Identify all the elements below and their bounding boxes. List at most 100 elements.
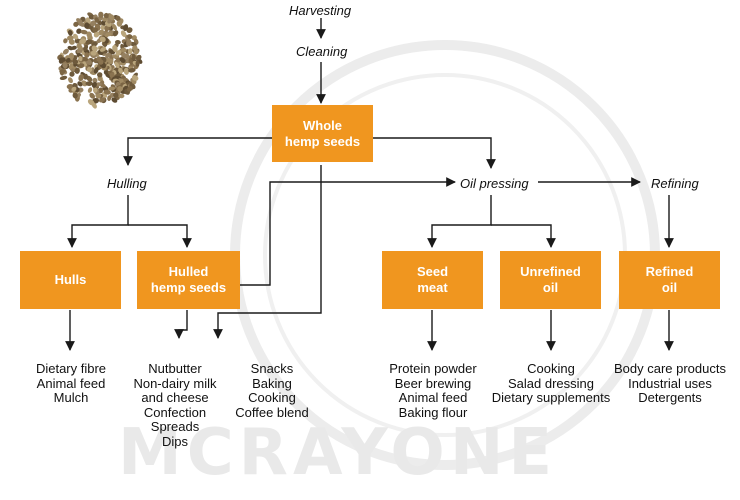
- hemp-seed: [62, 48, 69, 55]
- list-item: and cheese: [141, 390, 209, 405]
- line-whole-to-snacks: [213, 165, 322, 339]
- list-item: Baking flour: [398, 404, 468, 420]
- hemp-seed: [123, 24, 129, 32]
- hemp-seed: [72, 92, 78, 99]
- arrow-hulled-oil-pressing: [240, 177, 456, 286]
- hemp-seed: [81, 80, 88, 87]
- hemp-seed: [65, 57, 71, 63]
- list-item: Dietary supplements: [491, 390, 611, 405]
- hemp-seed: [67, 29, 73, 36]
- step-hulling: Hulling: [107, 176, 147, 191]
- list-item: Baking: [252, 375, 292, 391]
- hemp-seed: [126, 85, 133, 92]
- list-item: Mulch: [53, 390, 89, 405]
- hemp-seed: [131, 75, 139, 81]
- hemp-seed: [111, 23, 118, 31]
- hemp-seed: [107, 95, 112, 101]
- hemp-seed: [135, 60, 140, 67]
- list-item: Body care products: [613, 361, 726, 376]
- hemp-seed: [91, 45, 98, 52]
- hemp-seed: [81, 56, 89, 62]
- hemp-seed: [115, 15, 121, 22]
- box-unrefined-oil: Unrefined oil: [500, 251, 601, 309]
- hemp-seed: [98, 11, 104, 18]
- uses-hulled-seeds-b: Snacks Baking Cooking Coffee blend: [228, 361, 316, 420]
- box-hulls: Hulls: [20, 251, 121, 309]
- hemp-seed: [68, 52, 75, 61]
- hemp-seed: [76, 28, 82, 34]
- hemp-seed: [107, 58, 114, 65]
- hemp-seed: [103, 12, 110, 19]
- list-item: Detergents: [638, 390, 702, 405]
- hemp-seed: [79, 38, 87, 45]
- hemp-seed: [108, 86, 116, 91]
- uses-refined-oil: Body care products Industrial uses Deter…: [606, 361, 734, 406]
- list-item: Cooking: [248, 390, 296, 405]
- hemp-seed: [90, 20, 97, 27]
- hemp-seed: [92, 27, 98, 33]
- hemp-seed: [103, 69, 110, 76]
- list-item: Animal feed: [398, 390, 468, 405]
- hemp-seed: [132, 45, 138, 51]
- hemp-seed: [120, 30, 127, 37]
- hemp-seed: [91, 81, 97, 88]
- hemp-seed: [69, 71, 75, 77]
- uses-hulled-seeds-a: Nutbutter Non-dairy milk and cheese Conf…: [120, 361, 230, 449]
- hemp-seed: [103, 89, 111, 95]
- hemp-seed: [92, 77, 98, 83]
- hemp-seed: [118, 93, 125, 99]
- hemp-seed: [127, 48, 133, 55]
- list-item: Beer brewing: [394, 375, 472, 391]
- hemp-seed: [85, 39, 93, 45]
- hemp-seed: [126, 27, 133, 34]
- hemp-seed: [68, 63, 74, 70]
- hemp-seed: [91, 41, 98, 47]
- hemp-seed: [71, 86, 77, 92]
- hemp-seed: [76, 18, 83, 24]
- uses-unrefined-oil: Cooking Salad dressing Dietary supplemen…: [486, 361, 616, 406]
- hemp-seed: [105, 32, 112, 37]
- hemp-seed: [117, 86, 123, 92]
- hemp-seed: [77, 81, 83, 87]
- step-refining: Refining: [651, 176, 699, 191]
- hemp-seed: [73, 33, 79, 40]
- hemp-seed: [112, 30, 119, 37]
- hemp-seed: [99, 36, 106, 43]
- hemp-seed: [59, 75, 68, 81]
- step-harvesting: Harvesting: [289, 3, 352, 18]
- hemp-seed: [87, 99, 95, 106]
- hemp-seed: [126, 39, 132, 47]
- hemp-seed: [118, 67, 123, 74]
- hemp-seed: [73, 21, 79, 27]
- hemp-seed: [62, 62, 68, 69]
- hemp-seed: [58, 57, 64, 64]
- arrow-whole-oil-pressing: [373, 137, 496, 169]
- hemp-seed: [123, 67, 130, 75]
- hemp-seed: [78, 55, 83, 62]
- hemp-seed: [67, 45, 74, 51]
- list-item: Protein powder: [389, 361, 477, 376]
- step-oil-pressing: Oil pressing: [460, 176, 529, 191]
- box-hulled-hemp-seeds: Hulled hemp seeds: [137, 251, 240, 309]
- hemp-seed: [68, 77, 73, 84]
- hemp-seed: [83, 44, 89, 52]
- hemp-seed: [100, 46, 107, 52]
- hemp-seed: [113, 92, 119, 98]
- list-item: Animal feed: [36, 375, 106, 391]
- hemp-seed: [127, 34, 133, 40]
- hemp-seed: [87, 87, 93, 93]
- step-cleaning: Cleaning: [296, 44, 348, 59]
- hemp-seed: [67, 35, 74, 41]
- list-item: Dips: [161, 433, 188, 449]
- hemp-seed: [74, 67, 80, 74]
- hemp-seed: [115, 39, 121, 45]
- arrow-hulled-uses: [174, 310, 188, 339]
- hemp-seed: [97, 72, 103, 78]
- list-item: Snacks: [250, 361, 294, 376]
- hemp-seed: [98, 59, 104, 65]
- hemp-seed: [84, 52, 90, 58]
- hemp-seed: [105, 52, 111, 59]
